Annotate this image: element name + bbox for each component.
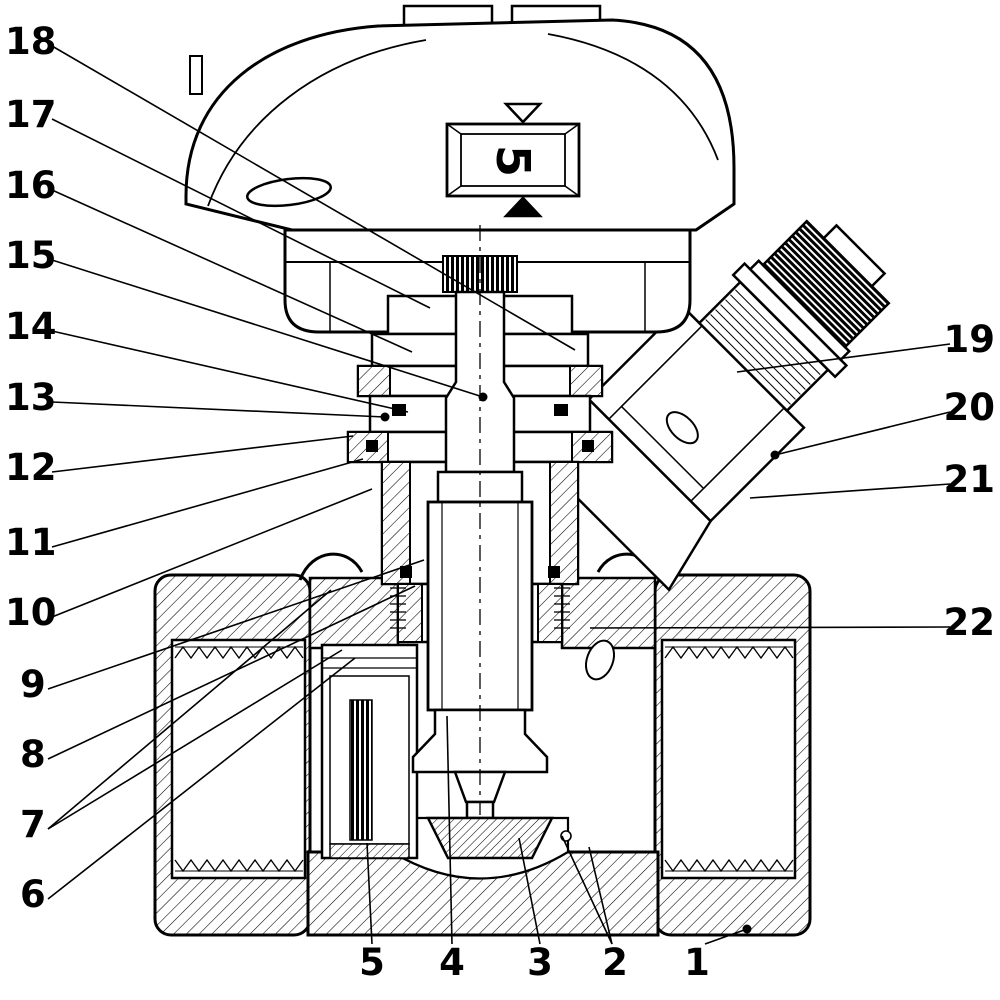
callout-label-13: 13 — [5, 376, 57, 419]
valve-seat — [425, 816, 555, 860]
actuator-head: 5 — [184, 4, 736, 334]
callout-label-6: 6 — [20, 873, 46, 916]
cartridge-foot — [329, 843, 410, 859]
callout-leader-10 — [51, 488, 373, 618]
callout-label-16: 16 — [5, 164, 57, 207]
callout-leader-7 — [47, 649, 343, 830]
stem-upper — [444, 290, 516, 474]
callout-leader-5 — [366, 842, 373, 945]
dome-contour-left — [207, 39, 427, 207]
callout-leader-21 — [749, 483, 951, 499]
callout-dot-15 — [478, 392, 488, 402]
body-thread-marks — [390, 587, 570, 629]
callout-leader-13 — [51, 401, 386, 418]
cartridge-knurl — [349, 699, 373, 841]
callout-leader-6 — [47, 657, 356, 900]
callout-label-22: 22 — [944, 601, 996, 644]
oring-lower-left — [400, 566, 412, 578]
port-tip — [821, 223, 887, 289]
head-side-slot — [246, 176, 332, 208]
callout-leader-20 — [774, 411, 951, 456]
callout-label-8: 8 — [20, 733, 46, 776]
right-shoulder — [560, 576, 657, 650]
callout-label-10: 10 — [5, 591, 57, 634]
dome-contour-right — [547, 33, 719, 161]
display-value: 5 — [486, 145, 540, 177]
display-window — [460, 133, 566, 187]
callout-leader-3 — [518, 837, 541, 945]
callout-label-19: 19 — [944, 318, 996, 361]
callout-leader-14 — [51, 330, 409, 413]
left-shoulder — [308, 576, 400, 650]
callout-dot-1 — [742, 924, 752, 934]
callout-leader-8 — [47, 585, 416, 760]
callout-label-5: 5 — [359, 941, 385, 984]
callout-label-20: 20 — [944, 386, 996, 429]
callout-label-15: 15 — [5, 234, 57, 277]
callout-leader-16 — [51, 189, 413, 353]
indicator-arrow-down-icon — [503, 102, 543, 124]
callout-leader-19 — [736, 343, 951, 373]
right-port-thread-bottom — [664, 858, 794, 873]
callout-label-7: 7 — [20, 803, 46, 846]
callout-label-17: 17 — [5, 93, 57, 136]
callout-label-3: 3 — [527, 941, 553, 984]
callout-leader-2 — [561, 835, 613, 945]
callout-label-1: 1 — [684, 941, 710, 984]
callout-leader-15 — [51, 259, 484, 398]
left-port-bore — [170, 638, 307, 880]
callout-label-11: 11 — [5, 521, 57, 564]
callout-label-14: 14 — [5, 305, 57, 348]
left-port-thread-top — [174, 645, 304, 660]
callout-leader-22 — [589, 626, 951, 629]
callout-leader-18 — [51, 45, 576, 351]
branch-mouth-hole — [584, 639, 616, 681]
right-port-bore — [660, 638, 797, 880]
callout-dot-13 — [380, 412, 390, 422]
callout-leader-4 — [446, 715, 453, 945]
callout-label-21: 21 — [944, 458, 996, 501]
callout-leader-9 — [47, 559, 425, 690]
callout-label-4: 4 — [439, 941, 465, 984]
oring-lower-right — [548, 566, 560, 578]
cartridge — [320, 643, 419, 860]
head-side-notch — [189, 55, 203, 95]
left-port-thread-bottom — [174, 858, 304, 873]
callout-dot-20 — [770, 450, 780, 460]
callout-leader-2 — [588, 846, 613, 945]
callout-leader-12 — [51, 435, 354, 473]
left-hump — [298, 552, 364, 581]
callout-label-12: 12 — [5, 446, 57, 489]
indicator-arrow-up-icon — [503, 196, 543, 218]
valve-stem-assembly — [411, 255, 555, 860]
oring-right — [582, 440, 594, 452]
port-insert-hole — [665, 411, 699, 445]
callout-leader-11 — [51, 458, 364, 548]
right-port-thread-top — [664, 645, 794, 660]
callout-label-18: 18 — [5, 20, 57, 63]
oring-left — [366, 440, 378, 452]
packing-seal-right — [554, 404, 568, 416]
callout-leader-7 — [47, 589, 332, 830]
callout-label-9: 9 — [20, 663, 46, 706]
port-thread-lines — [705, 289, 821, 405]
valve-body — [153, 552, 812, 937]
callout-leader-17 — [51, 118, 431, 309]
callout-label-2: 2 — [602, 941, 628, 984]
callout-leader-1 — [704, 928, 748, 945]
